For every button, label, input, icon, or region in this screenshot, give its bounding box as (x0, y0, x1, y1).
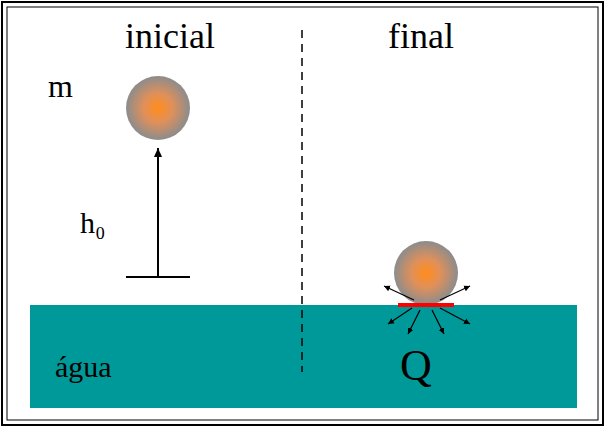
state-label: final (388, 18, 454, 54)
state-label: inicial (125, 18, 215, 54)
inner-frame (7, 7, 598, 420)
height-label: h₀ (80, 208, 105, 238)
medium-label: água (55, 352, 112, 382)
water (30, 305, 577, 408)
heat-label: Q (400, 344, 432, 388)
height-arrow (157, 148, 159, 277)
mass-label: m (48, 70, 73, 102)
divider (301, 30, 303, 372)
impact-zone (398, 303, 454, 307)
ball-initial (126, 76, 190, 140)
heat-arrows (384, 286, 470, 334)
